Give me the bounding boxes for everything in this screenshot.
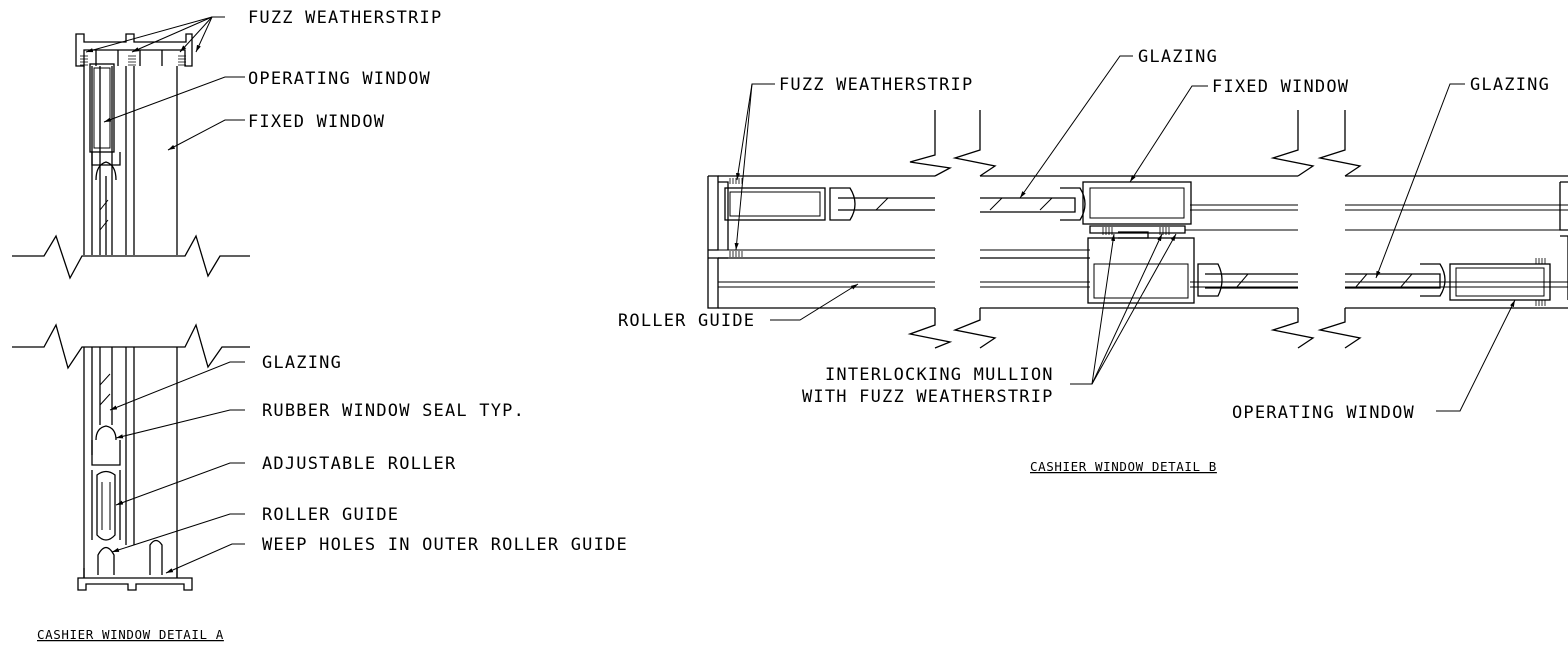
detail-a-upper-seal bbox=[91, 152, 121, 255]
detail-b-leaders bbox=[734, 55, 1516, 412]
label-a-fixed-window: FIXED WINDOW bbox=[248, 112, 385, 132]
detail-a-upper-walls bbox=[83, 66, 178, 255]
detail-b-glazing-left bbox=[829, 187, 935, 221]
label-b-fixed-window: FIXED WINDOW bbox=[1212, 77, 1349, 97]
detail-a-operating-sash-inner bbox=[93, 67, 111, 149]
label-b-glazing-right: GLAZING bbox=[1470, 75, 1550, 95]
detail-b-operating-window-frame bbox=[1449, 263, 1551, 301]
detail-b-glazing-center bbox=[980, 187, 1086, 221]
detail-b: FUZZ WEATHERSTRIP GLAZING FIXED WINDOW G… bbox=[618, 47, 1568, 474]
label-a-roller-guide: ROLLER GUIDE bbox=[262, 505, 399, 525]
caption-detail-a: CASHIER WINDOW DETAIL A bbox=[37, 627, 224, 642]
detail-a-top-frame bbox=[75, 33, 193, 67]
label-a-glazing: GLAZING bbox=[262, 353, 342, 373]
label-a-rubber-seal: RUBBER WINDOW SEAL TYP. bbox=[262, 401, 525, 421]
label-b-fuzz-weatherstrip: FUZZ WEATHERSTRIP bbox=[779, 75, 973, 95]
label-b-mullion-line1: INTERLOCKING MULLION bbox=[825, 365, 1054, 385]
detail-a-break-upper bbox=[12, 234, 250, 280]
detail-a-adjustable-roller bbox=[91, 470, 121, 541]
label-a-operating-window: OPERATING WINDOW bbox=[248, 69, 431, 89]
caption-detail-b: CASHIER WINDOW DETAIL B bbox=[1030, 459, 1217, 474]
label-b-glazing-center: GLAZING bbox=[1138, 47, 1218, 67]
detail-a: FUZZ WEATHERSTRIP OPERATING WINDOW FIXED… bbox=[12, 8, 628, 642]
label-a-weep-holes: WEEP HOLES IN OUTER ROLLER GUIDE bbox=[262, 535, 628, 555]
label-a-adjustable-roller: ADJUSTABLE ROLLER bbox=[262, 454, 456, 474]
detail-a-fuzz-hatch bbox=[80, 55, 186, 66]
detail-a-break-lower bbox=[12, 323, 250, 370]
label-b-roller-guide: ROLLER GUIDE bbox=[618, 311, 755, 331]
detail-a-lower-seal bbox=[91, 425, 121, 466]
detail-a-roller-guide bbox=[77, 539, 193, 591]
detail-b-break-lines bbox=[907, 110, 1362, 349]
detail-a-leaders bbox=[85, 16, 245, 574]
detail-a-lower-walls bbox=[83, 347, 178, 578]
detail-b-sash-left-1 bbox=[724, 187, 826, 221]
detail-b-fixed-window-frame bbox=[1082, 181, 1192, 225]
detail-b-horizontal-rails bbox=[718, 175, 1568, 309]
label-b-operating-window: OPERATING WINDOW bbox=[1232, 403, 1415, 423]
label-a-fuzz-weatherstrip: FUZZ WEATHERSTRIP bbox=[248, 8, 442, 28]
detail-a-operating-sash bbox=[89, 63, 115, 153]
detail-b-interlocking-mullion bbox=[1089, 225, 1186, 239]
label-b-mullion-line2: WITH FUZZ WEATHERSTRIP bbox=[802, 387, 1054, 407]
detail-b-operating-sash-center bbox=[1087, 237, 1195, 304]
detail-b-glazing-right bbox=[1345, 263, 1446, 297]
